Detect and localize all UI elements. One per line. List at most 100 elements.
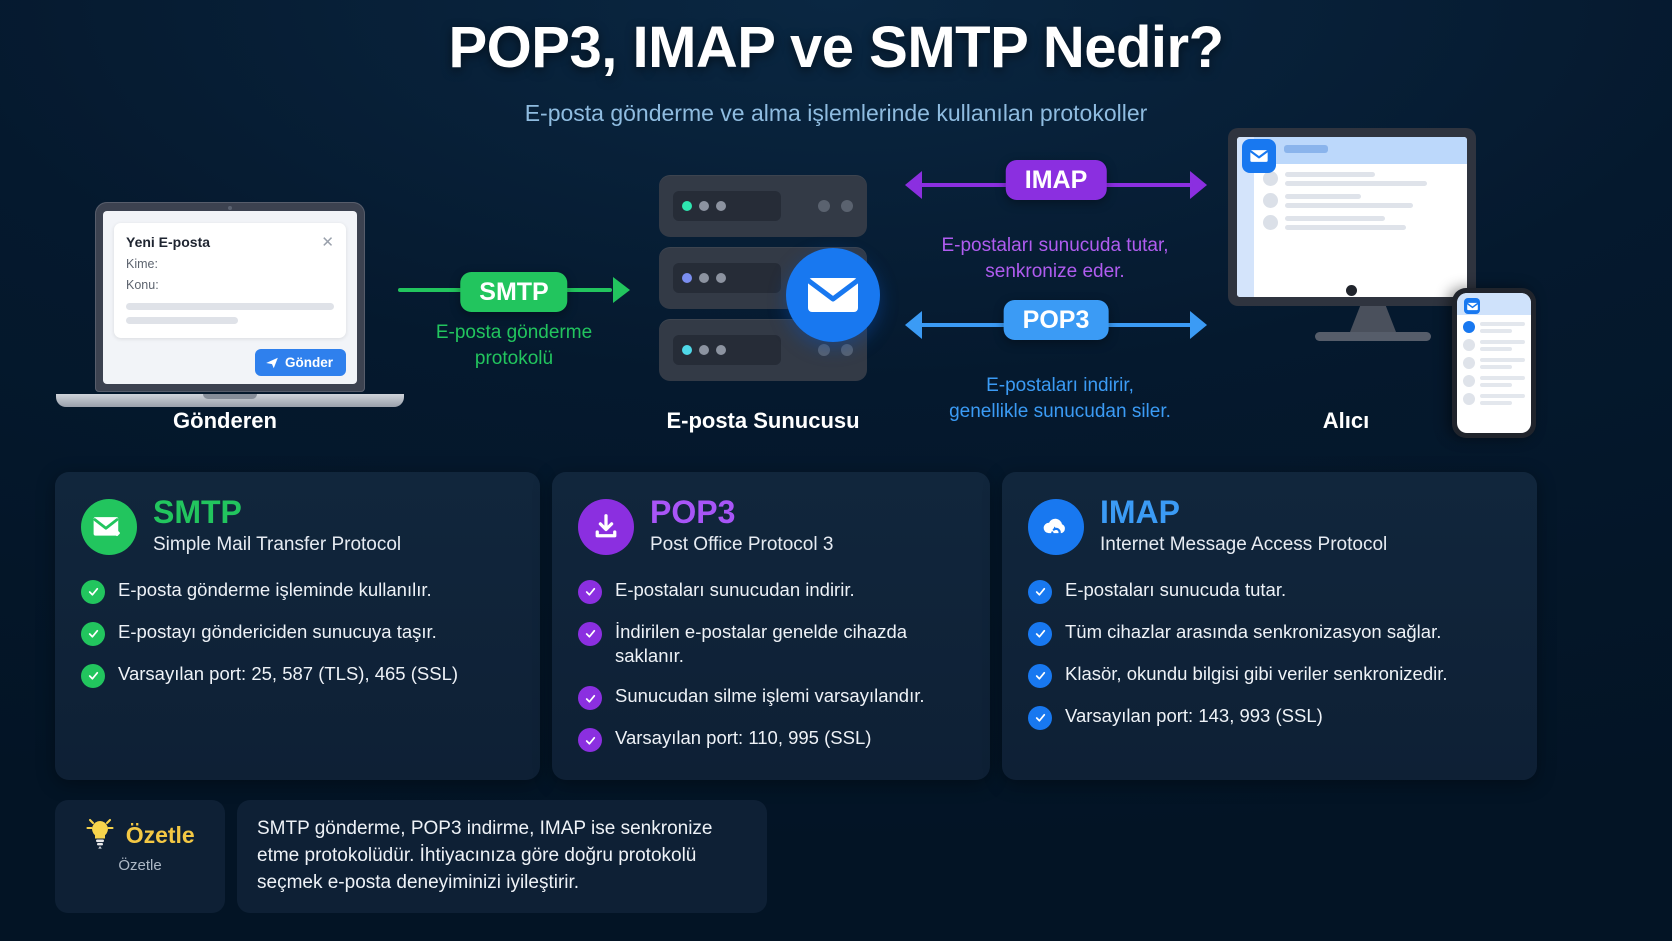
check-icon (1028, 579, 1052, 604)
imap-arrow-head-left (905, 171, 922, 199)
imap-caption: E-postaları sunucuda tutar, senkronize e… (935, 233, 1175, 284)
check-icon (81, 621, 105, 646)
list-item: Sunucudan silme işlemi varsayılandır. (578, 684, 964, 711)
compose-window: Yeni E-posta ✕ Kime: Konu: (114, 223, 346, 338)
avatar (1463, 375, 1475, 387)
summary-text: SMTP gönderme, POP3 indirme, IMAP ise se… (237, 800, 767, 913)
list-item: Varsayılan port: 110, 995 (SSL) (578, 726, 964, 753)
card-titles: IMAP Internet Message Access Protocol (1100, 494, 1388, 556)
server-led-icon (699, 201, 709, 211)
bullet-text: Varsayılan port: 143, 993 (SSL) (1065, 704, 1323, 726)
phone-toolbar (1457, 293, 1531, 315)
server-led-icon (682, 273, 692, 283)
compose-body-line (126, 317, 239, 324)
avatar (1263, 215, 1278, 230)
list-item: E-posta gönderme işleminde kullanılır. (81, 578, 514, 604)
laptop-base (56, 394, 404, 407)
envelope-icon (1250, 150, 1268, 162)
server-envelope-badge (786, 248, 880, 342)
server-port-dots (818, 200, 853, 212)
sender-label: Gönderen (173, 408, 277, 433)
avatar (1263, 193, 1278, 208)
mail-app-icon (1464, 298, 1480, 314)
pop3-caption: E-postaları indirir, genellikle sunucuda… (935, 373, 1185, 424)
bullet-text: E-postayı göndericiden sunucuya taşır. (118, 620, 437, 642)
send-button[interactable]: Gönder (254, 349, 346, 376)
server-led-icon (699, 345, 709, 355)
smtp-caption-line2: protokolü (474, 347, 554, 369)
card-header: IMAP Internet Message Access Protocol (1028, 494, 1511, 556)
imap-badge: IMAP (1005, 160, 1107, 201)
mail-server-stack (659, 175, 880, 391)
check-icon (578, 686, 602, 711)
page-subtitle: E-posta gönderme ve alma işlemlerinde ku… (524, 100, 1148, 126)
server-label: E-posta Sunucusu (666, 408, 860, 433)
download-icon (578, 499, 634, 555)
check-icon (81, 579, 105, 604)
card-title: POP3 (650, 494, 736, 530)
avatar (1263, 171, 1278, 186)
list-item[interactable] (1457, 315, 1531, 333)
imap-arrow-group: IMAP (905, 160, 1207, 207)
list-item[interactable] (1254, 186, 1467, 208)
mail-app-icon (1242, 139, 1276, 173)
card-titles: POP3 Post Office Protocol 3 (650, 494, 833, 556)
smtp-badge: SMTP (460, 272, 568, 313)
avatar (1463, 321, 1475, 333)
envelope-icon (807, 278, 859, 312)
card-subtitle: Internet Message Access Protocol (1100, 533, 1388, 555)
server-led-icon (682, 201, 692, 211)
summary-subtitle: Özetle (118, 857, 162, 874)
list-item[interactable] (1457, 387, 1531, 405)
list-item: İndirilen e-postalar genelde cihazda sak… (578, 620, 964, 669)
compose-body-line (126, 303, 334, 310)
check-icon (1028, 663, 1052, 688)
list-item[interactable] (1254, 208, 1467, 230)
avatar (1463, 339, 1475, 351)
check-icon (81, 663, 105, 688)
envelope-send-icon (81, 499, 137, 555)
summary-section: Özetle Özetle SMTP gönderme, POP3 indirm… (55, 800, 767, 913)
pop3-caption-line2: genellikle sunucudan siler. (949, 400, 1171, 422)
card-bullets: E-postaları sunucuda tutar. Tüm cihazlar… (1028, 578, 1511, 730)
list-item: Tüm cihazlar arasında senkronizasyon sağ… (1028, 620, 1511, 646)
mail-toolbar (1242, 137, 1467, 173)
close-icon[interactable]: ✕ (321, 233, 334, 251)
pop3-caption-line1: E-postaları indirir, (986, 375, 1134, 396)
page-title: POP3, IMAP ve SMTP Nedir? (448, 15, 1224, 80)
send-button-label: Gönder (284, 355, 333, 370)
card-titles: SMTP Simple Mail Transfer Protocol (153, 495, 401, 556)
bullet-text: Klasör, okundu bilgisi gibi veriler senk… (1065, 662, 1448, 684)
list-item[interactable] (1457, 351, 1531, 369)
pop3-arrow-head-right (1190, 311, 1207, 339)
card-header: SMTP Simple Mail Transfer Protocol (81, 495, 514, 556)
list-item: E-postaları sunucuda tutar. (1028, 578, 1511, 604)
mobile-phone (1452, 288, 1536, 438)
envelope-icon (1466, 302, 1478, 310)
compose-subject-label: Konu: (126, 278, 159, 292)
server-unit (659, 319, 867, 381)
list-item[interactable] (1457, 369, 1531, 387)
list-item[interactable] (1457, 333, 1531, 351)
card-title: IMAP (1100, 494, 1180, 530)
server-slot (673, 335, 781, 365)
receiver-label: Alıcı (1322, 408, 1370, 433)
card-bullets: E-posta gönderme işleminde kullanılır. E… (81, 578, 514, 688)
bullet-text: E-postaları sunucuda tutar. (1065, 578, 1287, 600)
monitor-screen (1237, 137, 1467, 297)
list-item[interactable] (1254, 164, 1467, 186)
server-led-icon (699, 273, 709, 283)
pop3-arrow-head-left (905, 311, 922, 339)
smtp-arrow-head (613, 277, 630, 303)
avatar (1463, 357, 1475, 369)
server-port-dots (818, 344, 853, 356)
server-slot (673, 263, 781, 293)
bullet-text: Sunucudan silme işlemi varsayılandır. (615, 685, 925, 707)
pop3-badge: POP3 (1003, 300, 1109, 341)
bullet-text: İndirilen e-postalar genelde cihazda sak… (615, 620, 908, 666)
compose-title: Yeni E-posta (126, 234, 211, 250)
monitor-power-dot (1346, 285, 1357, 296)
sender-laptop: Yeni E-posta ✕ Kime: Konu: (56, 202, 404, 407)
card-bullets: E-postaları sunucudan indirir. İndirilen… (578, 578, 964, 753)
